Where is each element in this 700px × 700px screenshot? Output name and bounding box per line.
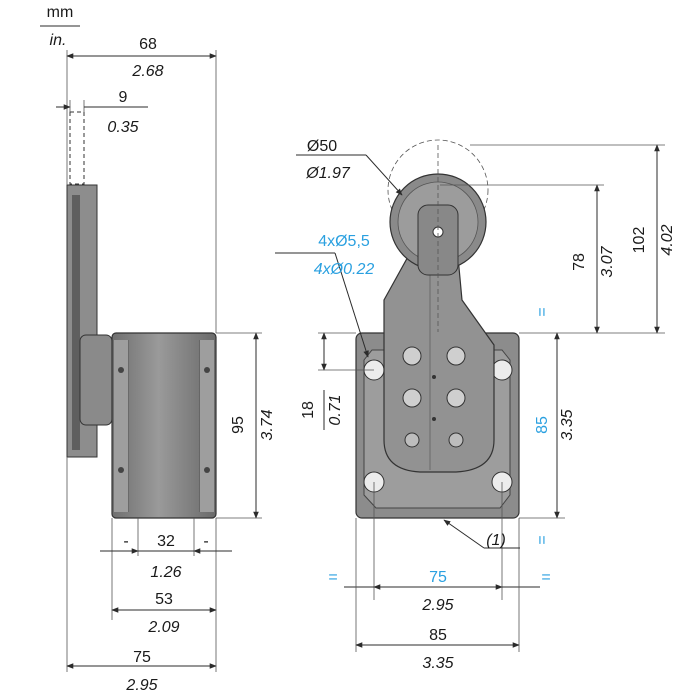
dim-78-mm: 78 [571, 253, 588, 271]
dim-32-left-mark: - [123, 533, 128, 550]
dim-102-in: 4.02 [659, 224, 676, 255]
dim-53-in: 2.09 [147, 619, 179, 636]
dim-9-mm: 9 [119, 89, 128, 106]
dim-68-in: 2.68 [131, 63, 163, 80]
dim-102-mm: 102 [631, 227, 648, 254]
dim-95-in: 3.74 [259, 409, 276, 440]
lever-screw-3 [402, 388, 422, 408]
dim-75-side-mm: 75 [133, 649, 151, 666]
dim-32-in: 1.26 [150, 564, 181, 581]
dim-95-mm: 95 [230, 416, 247, 434]
dim-18-mm: 18 [300, 401, 317, 419]
mount-hole-top-right [491, 359, 513, 381]
dim-85h-mm: 85 [429, 627, 447, 644]
dim-75-side-in: 2.95 [125, 677, 157, 694]
dim-9-in: 0.35 [107, 119, 138, 136]
front-lever-arm [383, 234, 495, 473]
lever-screw-2 [446, 346, 466, 366]
roller-swing-circle [387, 139, 489, 241]
note-1-label: (1) [486, 532, 506, 549]
side-body [111, 332, 217, 519]
dim-75h-left-mark: = [328, 569, 337, 586]
dim-68-mm: 68 [139, 36, 157, 53]
dim-holes-mm: 4xØ5,5 [318, 233, 370, 250]
dim-85v-bottom-mark: = [534, 535, 551, 544]
dim-75h-mm: 75 [429, 569, 447, 586]
lever-screw-4 [446, 388, 466, 408]
dim-18-in: 0.71 [327, 394, 344, 425]
dim-holes-in: 4xØ0.22 [314, 261, 375, 278]
dim-roller-dia-in: Ø1.97 [305, 165, 351, 182]
side-lever-shadow [72, 195, 80, 450]
dim-85v-mm: 85 [534, 416, 551, 434]
dim-53-mm: 53 [155, 591, 173, 608]
unit-inch-label: in. [50, 32, 67, 49]
dim-32-mm: 32 [157, 533, 175, 550]
side-lever-top-dashed [69, 111, 85, 185]
dim-75h-right-mark: = [541, 569, 550, 586]
lever-screw-1 [402, 346, 422, 366]
dim-roller-dia-mm: Ø50 [307, 138, 337, 155]
dim-85h-in: 3.35 [422, 655, 453, 672]
side-hub [79, 334, 113, 426]
units-legend: mm in. [40, 4, 80, 49]
dim-75h-in: 2.95 [421, 597, 453, 614]
dim-85v-in: 3.35 [559, 409, 576, 440]
unit-mm-label: mm [47, 4, 74, 21]
dim-85v-top-mark: = [534, 307, 551, 316]
front-view: Ø50 Ø1.97 4xØ5,5 4xØ0.22 102 4.02 78 3.0… [275, 138, 676, 672]
dim-78-in: 3.07 [599, 245, 616, 277]
side-view: 68 2.68 9 0.35 95 3.74 - 32 - 1.26 53 2.… [56, 36, 276, 694]
dim-32-right-mark: - [203, 533, 208, 550]
